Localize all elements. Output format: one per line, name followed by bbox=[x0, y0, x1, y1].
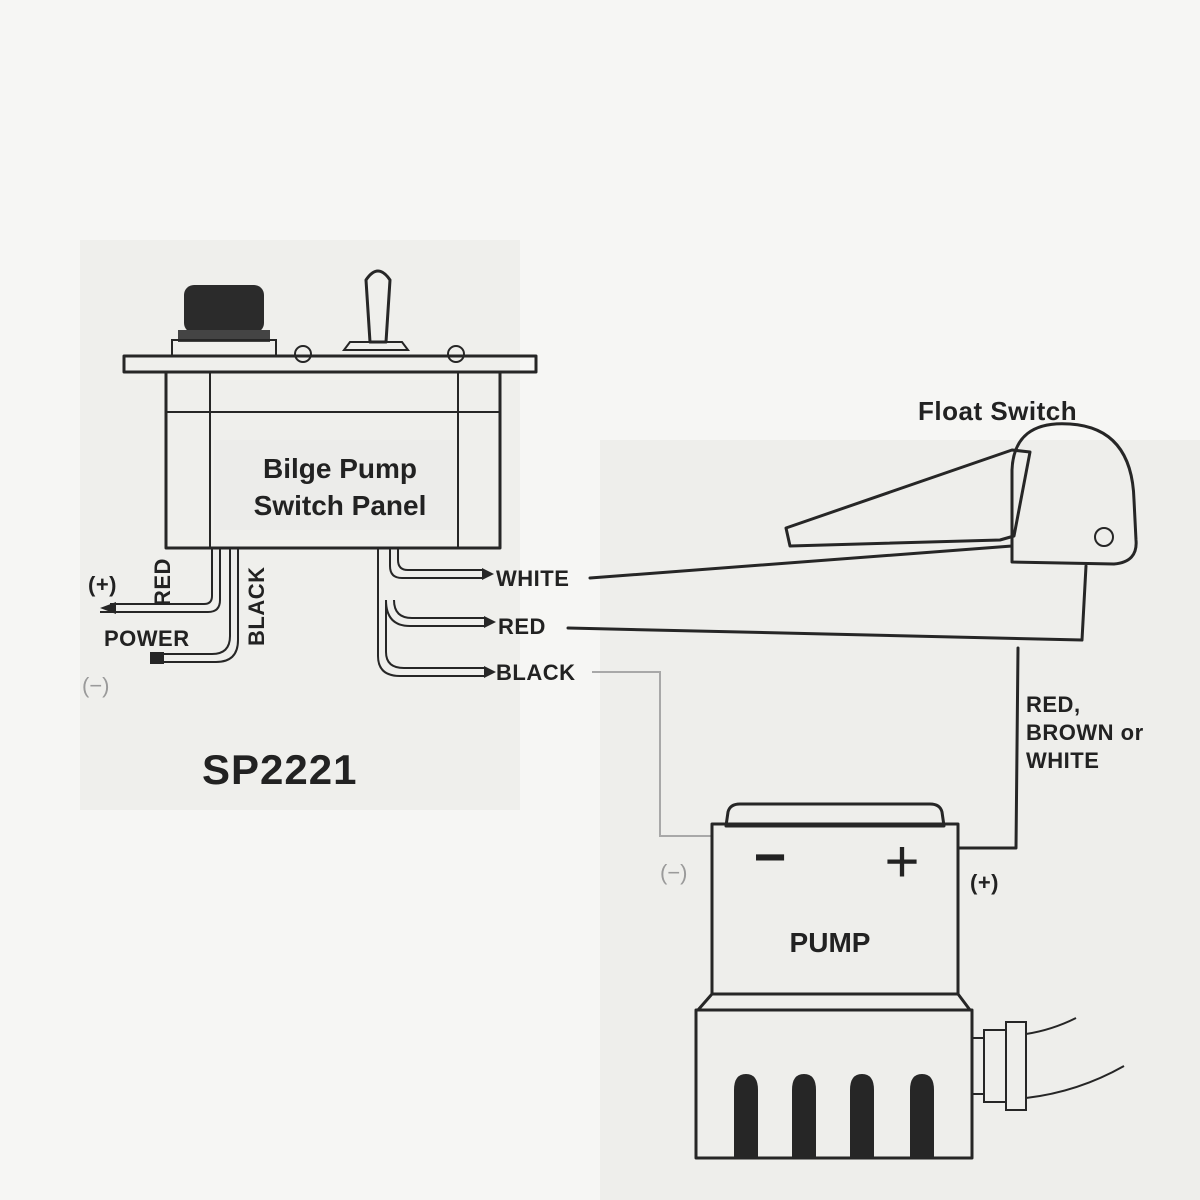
print-background-right bbox=[600, 440, 1200, 1200]
black-output-label: BLACK bbox=[496, 660, 576, 685]
float-wire-note-line1: RED, bbox=[1026, 692, 1081, 717]
power-wires: (+) POWER (−) RED BLACK bbox=[82, 548, 269, 698]
pump-plus-terminal: + bbox=[884, 828, 919, 895]
power-plus-label: (+) bbox=[88, 572, 117, 597]
panel-screw-icon bbox=[447, 345, 465, 363]
toggle-switch bbox=[342, 269, 410, 351]
outlet-port bbox=[971, 1017, 1125, 1111]
white-output-label: WHITE bbox=[496, 566, 569, 591]
circuit-breaker-button bbox=[171, 285, 277, 357]
red-output-label: RED bbox=[498, 614, 546, 639]
pump: − + PUMP (−) (+) bbox=[660, 802, 1125, 1160]
panel-title-line2: Switch Panel bbox=[254, 490, 427, 521]
pump-minus-label: (−) bbox=[660, 860, 688, 885]
pump-upper-body bbox=[710, 822, 960, 996]
float-pivot-icon bbox=[1094, 527, 1114, 547]
panel-screw-icon bbox=[294, 345, 312, 363]
float-switch: Float Switch bbox=[784, 396, 1138, 566]
connecting-wires: RED, BROWN or WHITE bbox=[566, 544, 1144, 850]
switch-panel: Bilge Pump Switch Panel bbox=[122, 269, 538, 550]
intake-slots bbox=[734, 1074, 934, 1158]
panel-body bbox=[164, 370, 502, 550]
float-switch-label: Float Switch bbox=[918, 396, 1077, 426]
output-wires: WHITE RED BLACK bbox=[377, 548, 576, 685]
float-wire-note-line3: WHITE bbox=[1026, 748, 1099, 773]
pump-plus-label: (+) bbox=[970, 870, 999, 895]
pump-label: PUMP bbox=[790, 927, 871, 958]
power-label: POWER bbox=[104, 626, 190, 651]
red-wire-label: RED bbox=[150, 558, 175, 606]
float-wire-note-line2: BROWN or bbox=[1026, 720, 1144, 745]
black-wire-label: BLACK bbox=[244, 567, 269, 647]
panel-title-line1: Bilge Pump bbox=[263, 453, 417, 484]
power-minus-label: (−) bbox=[82, 673, 110, 698]
pump-minus-terminal: − bbox=[754, 825, 787, 888]
model-number: SP2221 bbox=[202, 746, 357, 793]
